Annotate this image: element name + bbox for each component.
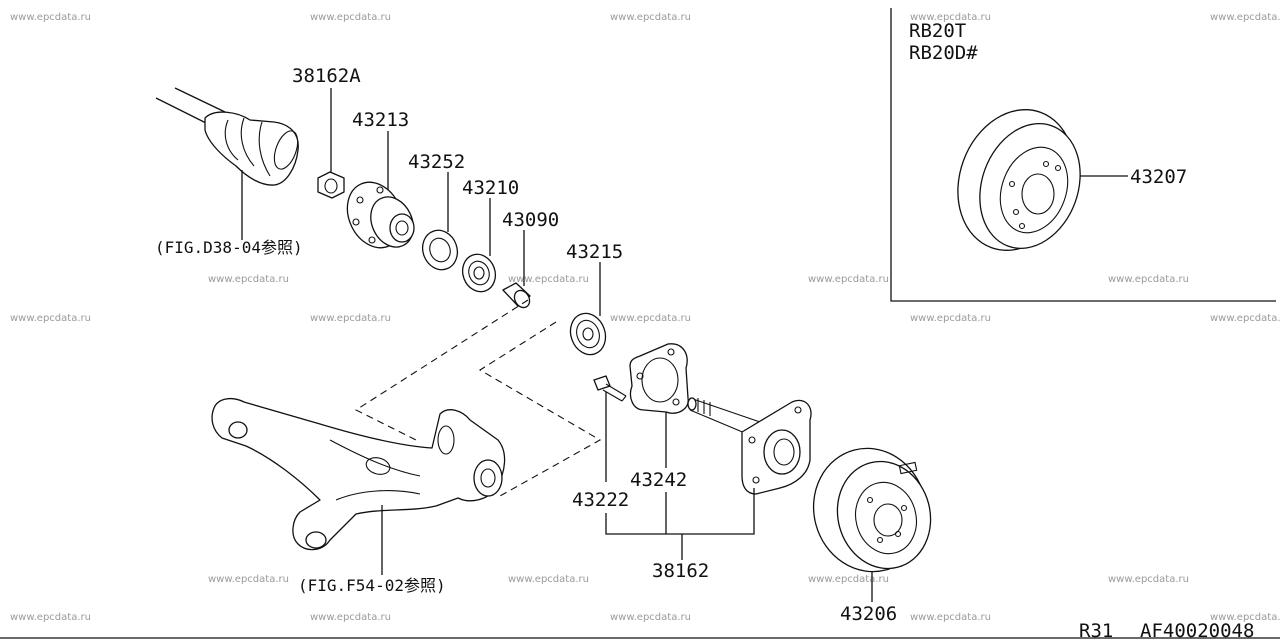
watermark: www.epcdata.ru: [10, 612, 91, 623]
watermark: www.epcdata.ru: [310, 612, 391, 623]
suspension-arm-drawing: [211, 397, 506, 551]
watermark: www.epcdata.ru: [208, 274, 289, 285]
watermark-layer: www.epcdata.ru www.epcdata.ru www.epcdat…: [10, 12, 1280, 623]
part-number-43206: 43206: [840, 603, 897, 625]
bracket-38162: [605, 488, 755, 535]
part-43090-spacer: [502, 282, 531, 309]
part-number-43207: 43207: [1130, 166, 1187, 188]
variant-label-2: RB20D#: [909, 42, 978, 64]
part-number-43242: 43242: [630, 469, 687, 491]
part-43252-seal: [421, 229, 459, 271]
watermark: www.epcdata.ru: [1108, 574, 1189, 585]
watermark: www.epcdata.ru: [310, 12, 391, 23]
watermark: www.epcdata.ru: [208, 574, 289, 585]
part-number-38162: 38162: [652, 560, 709, 582]
watermark: www.epcdata.ru: [1108, 274, 1189, 285]
watermark: www.epcdata.ru: [610, 612, 691, 623]
part-number-43090: 43090: [502, 209, 559, 231]
part-number-38162A: 38162A: [292, 65, 361, 87]
watermark: www.epcdata.ru: [508, 274, 589, 285]
watermark: www.epcdata.ru: [10, 313, 91, 324]
part-43206-drum: [812, 447, 932, 573]
drive-shaft-drawing: [155, 87, 299, 186]
spindle-assembly: [687, 397, 812, 495]
watermark: www.epcdata.ru: [1210, 612, 1280, 623]
watermark: www.epcdata.ru: [610, 313, 691, 324]
part-43215-bearing: [569, 312, 607, 356]
watermark: www.epcdata.ru: [610, 12, 691, 23]
watermark: www.epcdata.ru: [808, 274, 889, 285]
variant-inset: RB20T RB20D#: [890, 8, 1276, 302]
watermark: www.epcdata.ru: [10, 12, 91, 23]
part-number-43215: 43215: [566, 241, 623, 263]
watermark: www.epcdata.ru: [910, 313, 991, 324]
diagram-code: AF40020048: [1140, 620, 1254, 640]
assembly-dashed-lines: [354, 299, 602, 497]
watermark: www.epcdata.ru: [1210, 313, 1280, 324]
part-43210-bearing: [461, 253, 497, 293]
part-43242-gasket: [629, 343, 689, 414]
part-number-43210: 43210: [462, 177, 519, 199]
watermark: www.epcdata.ru: [910, 612, 991, 623]
watermark: www.epcdata.ru: [910, 12, 991, 23]
model-code: R31: [1079, 620, 1113, 640]
part-number-43252: 43252: [408, 151, 465, 173]
ref-suspension-arm: (FIG.F54-02参照): [298, 576, 446, 595]
part-number-43213: 43213: [352, 109, 409, 131]
part-43207-drum: [957, 109, 1081, 251]
watermark: www.epcdata.ru: [508, 574, 589, 585]
inset-border: [890, 8, 1276, 302]
watermark: www.epcdata.ru: [310, 313, 391, 324]
watermark: www.epcdata.ru: [1210, 12, 1280, 23]
part-38162A-nut: [317, 171, 345, 199]
watermark: www.epcdata.ru: [808, 574, 889, 585]
part-number-43222: 43222: [572, 489, 629, 511]
ref-driveshaft: (FIG.D38-04参照): [155, 238, 303, 257]
part-43222-bolt: [593, 375, 627, 402]
part-43213-hub: [346, 181, 415, 249]
variant-label-1: RB20T: [909, 20, 966, 42]
